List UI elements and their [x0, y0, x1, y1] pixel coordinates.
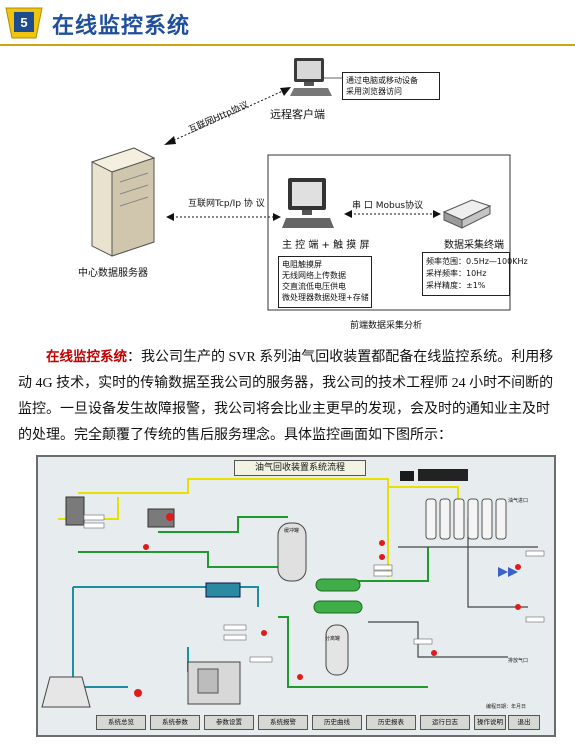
process-flow-diagram — [41, 469, 545, 708]
description-paragraph: 在线监控系统：我公司生产的 SVR 系列油气回收装置都配备在线监控系统。利用移动… — [18, 344, 558, 449]
section-title: 在线监控系统 — [52, 14, 191, 39]
btn-param-settings[interactable]: 参数设置 — [204, 715, 254, 730]
badge-number: 5 — [20, 15, 27, 30]
inlet-label: 油气进口 — [508, 498, 529, 504]
monitoring-screen-title: 油气回收装置系统流程 — [234, 460, 366, 476]
architecture-diagram: 远程客户端 通过电脑或移动设备 采用浏览器访问 互联网Http协议 中心数据服务… — [60, 52, 530, 342]
master-features-box: 电阻触摸屏 无线网络上传数据 交直流低电压供电 微处理器数据处理+存储 — [278, 256, 372, 308]
diagram-caption: 前端数据采集分析 — [350, 321, 423, 331]
tcp-protocol-label: 互联网Tcp/Ip 协 议 — [188, 199, 265, 209]
btn-system-alarm[interactable]: 系统报警 — [258, 715, 308, 730]
server-icon — [90, 147, 156, 257]
btn-system-params[interactable]: 系统参数 — [150, 715, 200, 730]
btn-instructions[interactable]: 操作说明 — [474, 715, 506, 730]
section-number-badge: 5 — [5, 7, 43, 39]
footer-note: 编程日期：年月日 — [486, 704, 527, 710]
btn-system-overview[interactable]: 系统总览 — [96, 715, 146, 730]
separator-label: 分离罐 — [325, 636, 341, 642]
buffer-tank-label: 缓冲罐 — [284, 528, 300, 534]
monitoring-screen: 油气回收装置系统流程 — [36, 455, 556, 737]
master-touchscreen-label: 主 控 端 + 触 摸 屏 — [282, 240, 370, 251]
remote-client-label: 远程客户端 — [270, 108, 325, 121]
exhaust-label: 排放气口 — [508, 658, 529, 664]
btn-history-report[interactable]: 历史报表 — [366, 715, 416, 730]
data-terminal-label: 数据采集终端 — [444, 240, 504, 251]
monitor-icon — [282, 178, 334, 228]
terminal-specs-box: 频率范围：0.5Hz—100KHz 采样频率：10Hz 采样精度：±1% — [422, 252, 528, 296]
diagram-lines — [164, 77, 511, 311]
central-server-label: 中心数据服务器 — [78, 268, 148, 279]
modbus-protocol-label: 串 口 Mobus协议 — [352, 201, 424, 211]
title-underline — [0, 44, 575, 46]
remote-access-note: 通过电脑或移动设备 采用浏览器访问 — [342, 72, 440, 100]
paragraph-body: ：我公司生产的 SVR 系列油气回收装置都配备在线监控系统。利用移动 4G 技术… — [18, 350, 554, 443]
btn-exit[interactable]: 退出 — [508, 715, 540, 730]
highlight-term: 在线监控系统 — [46, 349, 127, 365]
data-terminal-icon — [442, 199, 492, 229]
btn-run-log[interactable]: 运行日志 — [420, 715, 470, 730]
computer-icon — [290, 58, 332, 96]
btn-history-curve[interactable]: 历史曲线 — [312, 715, 362, 730]
